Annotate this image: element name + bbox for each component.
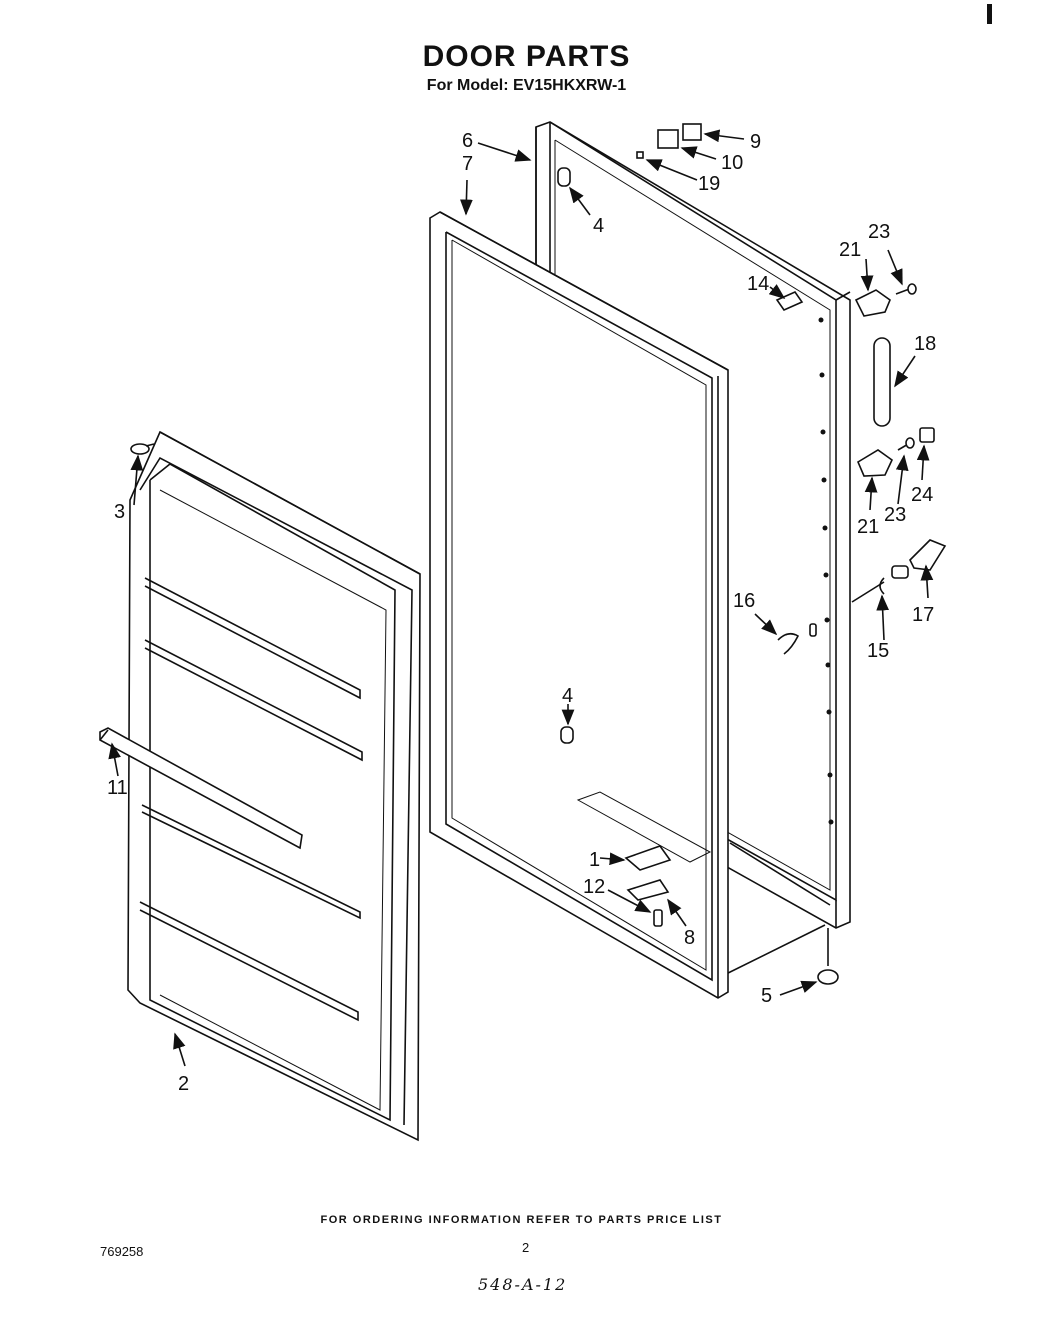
bumper-lower	[560, 726, 574, 744]
callout-21-lower: 21	[857, 516, 879, 538]
callout-17: 17	[912, 604, 934, 626]
hinge-upper	[854, 289, 891, 317]
part-12-bracket	[626, 879, 670, 901]
part-16-clip	[777, 632, 800, 655]
leader-lines	[108, 129, 934, 1067]
bumper-upper	[557, 167, 571, 187]
model-subtitle: For Model: EV15HKXRW-1	[426, 77, 627, 94]
callout-23-upper: 23	[868, 221, 890, 243]
corner-mark	[987, 4, 992, 24]
callout-9: 9	[750, 131, 761, 153]
callout-19: 19	[698, 173, 720, 195]
callout-2: 2	[178, 1073, 189, 1095]
callout-21-upper: 21	[839, 239, 861, 261]
callout-3: 3	[114, 501, 125, 523]
page-title: DOOR PARTS	[422, 40, 631, 73]
callout-7: 7	[462, 153, 473, 175]
part-8-screw	[653, 909, 663, 927]
screw-part-3	[130, 443, 150, 455]
part-9-plate	[682, 123, 702, 141]
callout-1: 1	[589, 849, 600, 871]
part-19-plug	[636, 151, 644, 159]
callout-14: 14	[747, 273, 769, 295]
page-number: 2	[522, 1240, 530, 1255]
part-14-bracket	[775, 291, 804, 311]
hinge-pin-18	[873, 337, 891, 427]
document-number: 769258	[100, 1244, 144, 1259]
small-parts	[130, 123, 947, 985]
callout-10: 10	[721, 152, 743, 174]
callout-18: 18	[914, 333, 936, 355]
callout-12: 12	[583, 876, 605, 898]
part-1-latch	[624, 845, 672, 871]
part-5-leveler	[817, 969, 839, 985]
hinge-lower	[856, 449, 894, 477]
callout-labels: 6 7 9 10 19 4 23 21 14 18 3 24 21 23 17 …	[107, 130, 936, 1095]
callout-16: 16	[733, 590, 755, 612]
callout-4-upper: 4	[593, 215, 604, 237]
callout-8: 8	[684, 927, 695, 949]
callout-15: 15	[867, 640, 889, 662]
callout-23-lower: 23	[884, 504, 906, 526]
part-24-cap	[919, 427, 935, 443]
callout-11: 11	[107, 777, 128, 799]
handwritten-note: 548-A-12	[478, 1275, 568, 1294]
callout-4-lower: 4	[562, 685, 573, 707]
callout-24: 24	[911, 484, 933, 506]
ordering-note: FOR ORDERING INFORMATION REFER TO PARTS …	[320, 1214, 723, 1226]
lock-hook-15	[879, 577, 885, 595]
door-gasket	[429, 211, 729, 999]
callout-5: 5	[761, 985, 772, 1007]
callout-6: 6	[462, 130, 473, 152]
part-10-cover	[657, 129, 679, 149]
door-liner	[99, 430, 421, 1142]
lock-key-17	[909, 539, 947, 571]
